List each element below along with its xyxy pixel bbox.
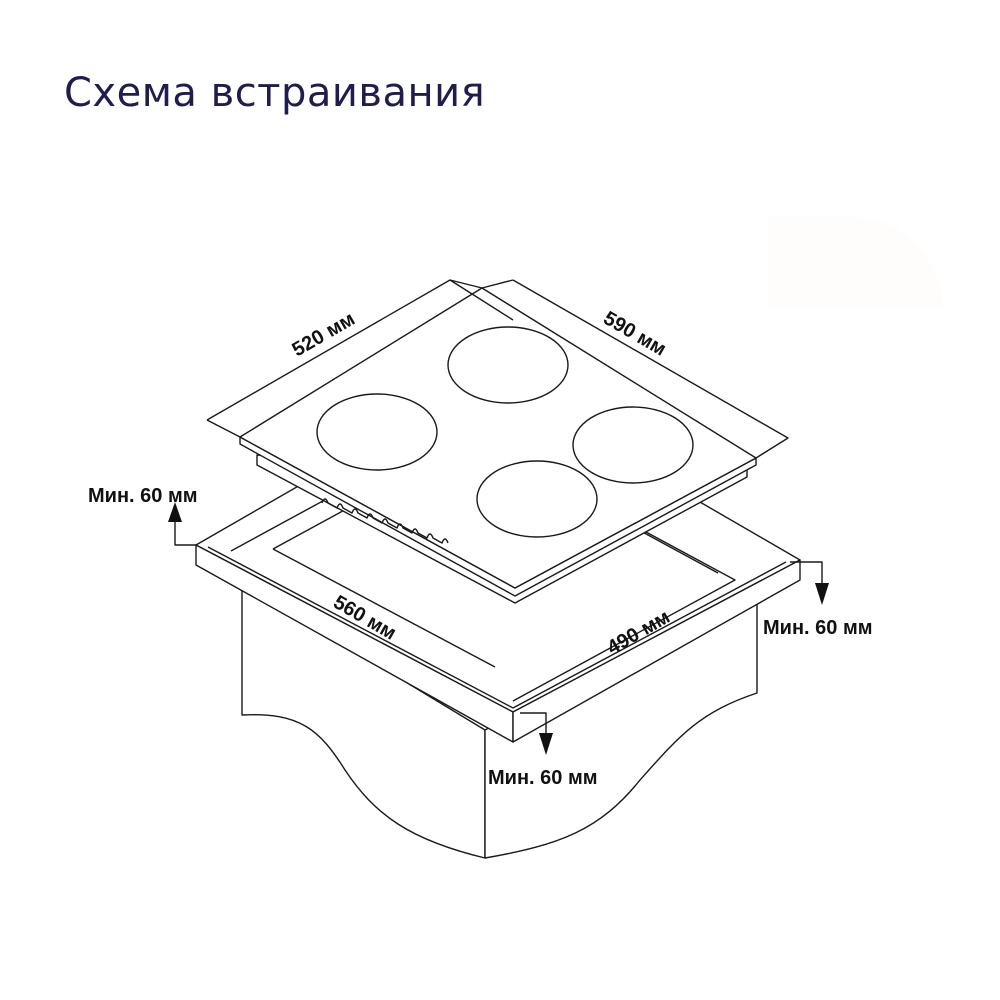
arrow-down-icon bbox=[815, 583, 829, 605]
hob bbox=[239, 287, 757, 604]
burner-front-right bbox=[572, 406, 694, 484]
label-front-clearance: Мин. 60 мм bbox=[488, 767, 598, 789]
label-side-clearance: Мин. 60 мм bbox=[763, 617, 873, 639]
hob-dimension-lines bbox=[206, 279, 789, 459]
burner-back-right bbox=[447, 326, 569, 404]
label-hob-width: 590 мм bbox=[600, 307, 670, 360]
clearance-arrows bbox=[168, 502, 829, 755]
arrow-up-icon bbox=[168, 502, 182, 522]
cabinet bbox=[241, 582, 758, 859]
control-knobs bbox=[321, 498, 449, 544]
arrow-down-icon bbox=[539, 733, 553, 755]
page-title: Схема встраивания bbox=[64, 70, 486, 116]
burner-front-left bbox=[476, 460, 598, 538]
burner-back-left bbox=[316, 393, 438, 471]
label-back-clearance: Мин. 60 мм bbox=[88, 485, 198, 507]
